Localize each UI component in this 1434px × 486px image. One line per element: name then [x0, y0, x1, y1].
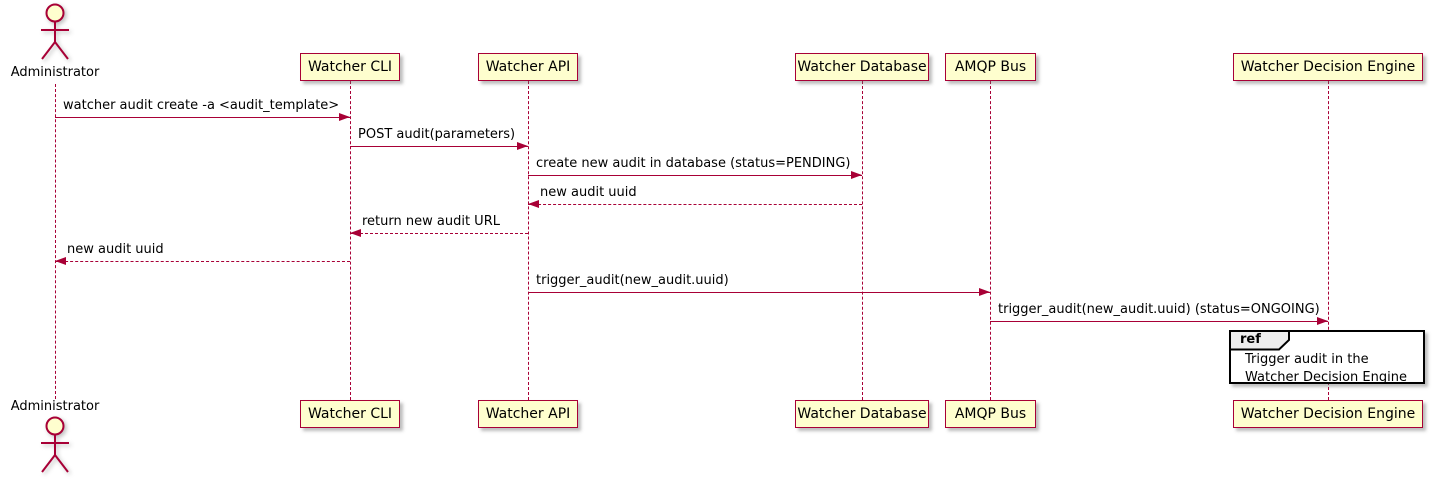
message-label: watcher audit create -a <audit_template>	[63, 98, 340, 113]
actor-label-top: Administrator	[10, 65, 100, 80]
participant-amqp-bus-top: AMQP Bus	[945, 53, 1036, 81]
actor-figure-icon	[41, 3, 69, 60]
message-line	[528, 292, 990, 293]
participant-watcher-api-bottom: Watcher API	[478, 400, 578, 428]
actor-figure-icon	[41, 416, 69, 473]
ref-text-line2: Watcher Decision Engine	[1245, 370, 1407, 385]
message-line	[55, 261, 350, 262]
arrowhead-icon	[350, 229, 361, 237]
ref-text: Trigger audit in the Watcher Decision En…	[1245, 351, 1407, 387]
arrowhead-icon	[55, 257, 66, 265]
participant-watcher-cli-bottom: Watcher CLI	[300, 400, 400, 428]
ref-keyword: ref	[1240, 332, 1261, 347]
participant-watcher-database-bottom: Watcher Database	[795, 400, 929, 428]
message-label: return new audit URL	[362, 214, 500, 229]
arrowhead-icon	[339, 113, 350, 121]
arrowhead-icon	[851, 171, 862, 179]
ref-tab-icon	[1229, 330, 1290, 351]
lifeline-watcher-cli	[350, 81, 351, 400]
participant-watcher-database-top: Watcher Database	[795, 53, 929, 81]
message-label: new audit uuid	[67, 242, 164, 257]
lifeline-watcher-decision-engine	[1328, 81, 1329, 400]
message-line	[350, 146, 528, 147]
message-label: trigger_audit(new_audit.uuid)	[536, 273, 729, 288]
lifeline-watcher-database	[862, 81, 863, 400]
participant-watcher-cli-top: Watcher CLI	[300, 53, 400, 81]
arrowhead-icon	[979, 288, 990, 296]
ref-text-line1: Trigger audit in the	[1245, 352, 1369, 367]
message-label: POST audit(parameters)	[358, 127, 516, 142]
message-label: new audit uuid	[540, 185, 637, 200]
arrowhead-icon	[528, 200, 539, 208]
message-line	[528, 204, 862, 205]
lifeline-administrator	[55, 84, 56, 399]
participant-amqp-bus-bottom: AMQP Bus	[945, 400, 1036, 428]
participant-watcher-api-top: Watcher API	[478, 53, 578, 81]
message-line	[990, 321, 1328, 322]
participant-watcher-decision-engine-top: Watcher Decision Engine	[1233, 53, 1423, 81]
lifeline-amqp-bus	[990, 81, 991, 400]
arrowhead-icon	[517, 142, 528, 150]
message-label: trigger_audit(new_audit.uuid) (status=ON…	[998, 302, 1320, 317]
message-line	[528, 175, 862, 176]
actor-label-bottom: Administrator	[10, 399, 100, 414]
ref-fragment: ref Trigger audit in the Watcher Decisio…	[1229, 330, 1425, 387]
arrowhead-icon	[1317, 317, 1328, 325]
message-line	[350, 233, 528, 234]
participant-watcher-decision-engine-bottom: Watcher Decision Engine	[1233, 400, 1423, 428]
message-label: create new audit in database (status=PEN…	[536, 156, 851, 171]
lifeline-watcher-api	[528, 81, 529, 400]
message-line	[55, 117, 350, 118]
